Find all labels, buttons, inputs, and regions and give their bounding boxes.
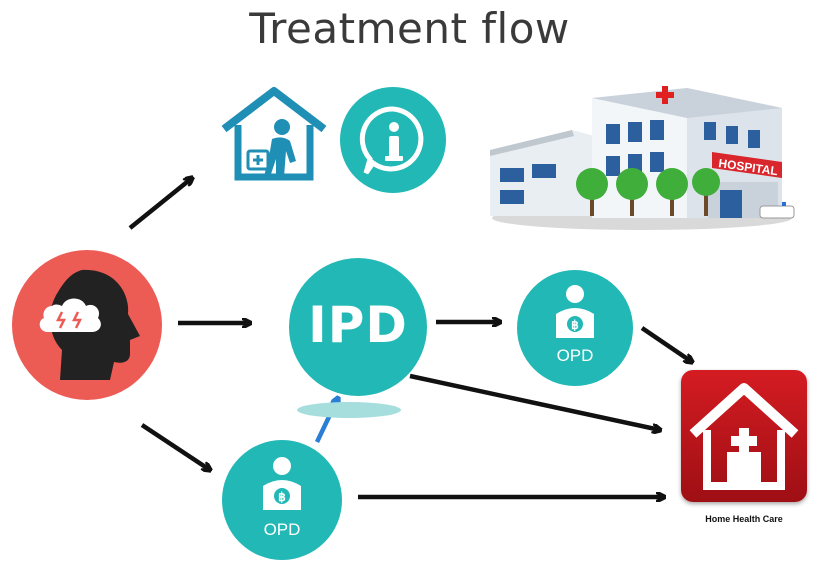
svg-text:฿: ฿ — [278, 490, 286, 504]
page-title: Treatment flow — [249, 4, 570, 53]
hospital-building-icon: HOSPITAL — [490, 86, 795, 230]
ipd-label: IPD — [308, 296, 408, 354]
trees — [576, 168, 720, 216]
info-chat-icon — [359, 106, 424, 175]
ipd-shadow — [297, 402, 401, 418]
patient-baht-icon: ฿ — [263, 457, 301, 510]
arrow-ipd-to-home-care — [409, 373, 660, 430]
home-health-care-node — [681, 370, 807, 502]
mental-health-head-icon — [39, 269, 140, 380]
home-health-care-label: Home Health Care — [705, 514, 783, 524]
home-health-care-icon — [689, 383, 799, 490]
opd-bottom-label: OPD — [263, 520, 301, 539]
opd-top-label: OPD — [556, 346, 594, 365]
opd-bottom-node: ฿ OPD — [222, 440, 342, 560]
ipd-node: IPD — [289, 258, 427, 396]
home-visit-icon — [221, 87, 327, 181]
info-circle — [340, 87, 446, 193]
patient-baht-icon: ฿ — [556, 285, 594, 338]
arrow-patient-to-home-visit — [128, 178, 192, 230]
arrow-patient-to-opd-bottom — [140, 423, 210, 470]
opd-top-node: ฿ OPD — [517, 270, 633, 386]
svg-text:฿: ฿ — [571, 318, 579, 332]
arrow-opd-top-to-home-care — [640, 326, 692, 362]
patient-node — [12, 250, 162, 400]
